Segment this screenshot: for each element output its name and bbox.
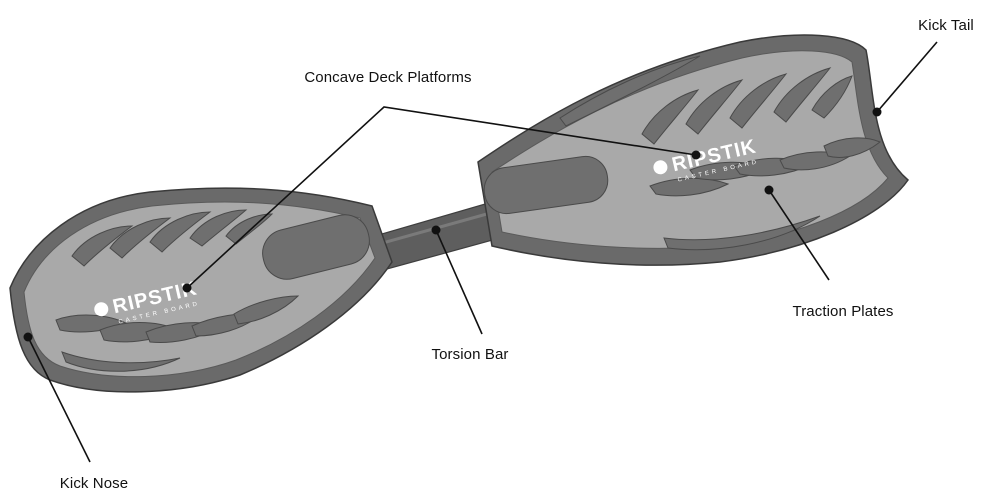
traction-plates-label: Traction Plates bbox=[793, 303, 894, 320]
concave-deck-dot-tail bbox=[692, 151, 701, 160]
concave-deck-label: Concave Deck Platforms bbox=[304, 69, 471, 86]
kick-nose-dot bbox=[24, 333, 33, 342]
torsion-bar-label: Torsion Bar bbox=[432, 346, 509, 363]
concave-deck-dot-nose bbox=[183, 284, 192, 293]
kick-nose-label: Kick Nose bbox=[60, 475, 128, 492]
kick-tail-dot bbox=[873, 108, 882, 117]
kick-tail-leader bbox=[877, 42, 937, 112]
torsion-bar-dot bbox=[432, 226, 441, 235]
traction-plates-dot bbox=[765, 186, 774, 195]
nose-deck-platform bbox=[10, 188, 392, 392]
kick-tail-label: Kick Tail bbox=[918, 17, 974, 34]
